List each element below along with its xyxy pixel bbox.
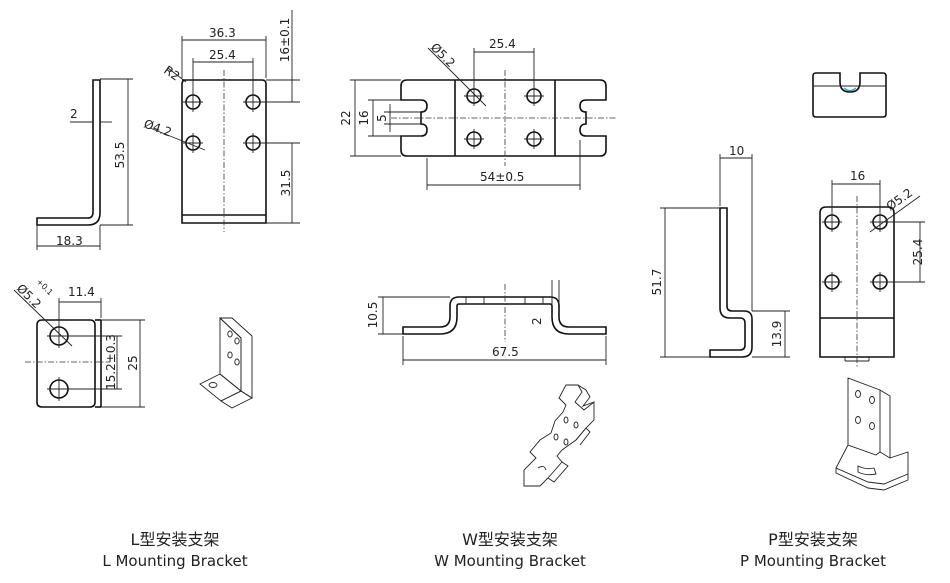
l-bracket-caption: L型安装支架 L Mounting Bracket — [55, 529, 295, 571]
p-bracket-side-view: 10 51.7 13.9 — [650, 144, 790, 358]
l-radius-label: R2 — [161, 63, 182, 84]
p-bracket-top-view — [812, 72, 887, 118]
l-thickness-label: 2 — [70, 107, 78, 121]
l-height2-label: 25 — [126, 355, 140, 370]
l-bracket-side-view: 2 53.5 18.3 — [36, 78, 133, 250]
w-depth-label: 10.5 — [366, 302, 380, 329]
p-hole-spacing-label: 25.4 — [911, 239, 925, 266]
w-slot-label: 5 — [375, 114, 389, 122]
p-bracket-caption: P型安装支架 P Mounting Bracket — [693, 529, 933, 571]
l-bracket-detail-view: Ø5.2 +0.1 11.4 15.2±0.3 25 — [13, 277, 145, 408]
l-width-top-label: 36.3 — [209, 26, 236, 40]
p-spacing-label: 16 — [850, 169, 865, 183]
w-thickness-label: 2 — [530, 317, 544, 325]
w-bracket-caption: W型安装支架 W Mounting Bracket — [390, 529, 630, 571]
p-hole-dia-label: Ø5.2 — [884, 186, 915, 214]
w-height-label: 22 — [339, 110, 353, 125]
w-hole-dia-label: Ø5.2 — [428, 40, 458, 70]
l-top-tol-label: 16±0.1 — [278, 18, 292, 62]
l-bracket-front-view: 36.3 25.4 16±0.1 R2 Ø4.2 31.5 — [142, 10, 300, 232]
p-bracket-front-view: 16 Ø5.2 25.4 — [819, 169, 925, 368]
l-height-label: 53.5 — [113, 142, 127, 169]
w-inner-label: 16 — [357, 110, 371, 125]
w-bracket-caption-zh: W型安装支架 — [462, 530, 558, 549]
w-length-tol-label: 54±0.5 — [480, 170, 524, 184]
l-bracket-isometric — [199, 316, 253, 409]
p-height-label: 51.7 — [650, 269, 664, 296]
l-offset-label: 11.4 — [68, 285, 95, 299]
w-bracket-caption-en: W Mounting Bracket — [434, 552, 586, 570]
p-lower-label: 13.9 — [770, 321, 784, 348]
w-bracket-side-view: 10.5 2 67.5 — [366, 280, 607, 365]
w-total-label: 67.5 — [492, 345, 519, 359]
l-hole-spacing-label: 25.4 — [209, 48, 236, 62]
l-bracket-caption-zh: L型安装支架 — [130, 530, 220, 549]
p-bracket-caption-en: P Mounting Bracket — [740, 552, 886, 570]
p-bracket-caption-zh: P型安装支架 — [768, 530, 858, 549]
p-flange-label: 10 — [729, 144, 744, 158]
w-bracket-isometric — [523, 384, 595, 487]
l-lower-label: 31.5 — [279, 170, 293, 197]
w-bracket-top-view: Ø5.2 25.4 22 16 5 54±0.5 — [339, 37, 616, 190]
l-hole-dia-label: Ø4.2 — [142, 117, 174, 140]
p-bracket-isometric — [835, 377, 909, 491]
l-spacing2-label: 15.2±0.3 — [104, 334, 118, 390]
l-bracket-caption-en: L Mounting Bracket — [102, 552, 248, 570]
w-hole-spacing-label: 25.4 — [489, 37, 516, 51]
l-base-label: 18.3 — [56, 234, 83, 248]
